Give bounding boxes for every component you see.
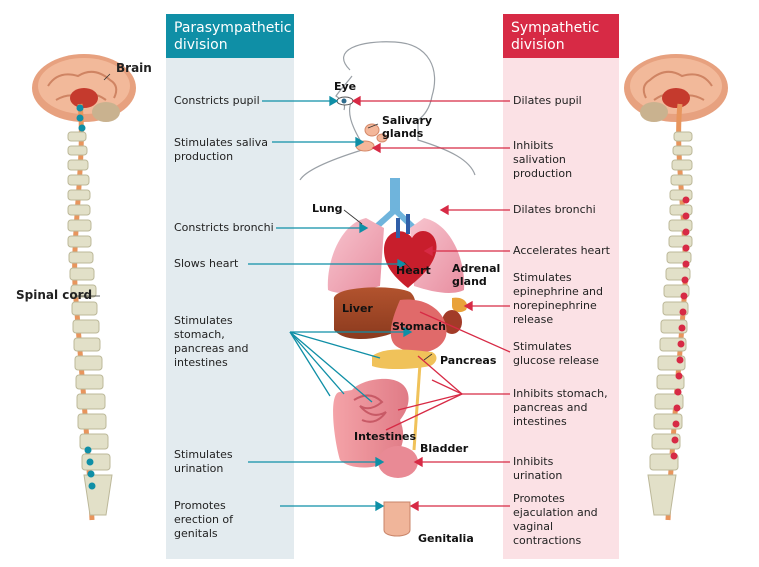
pancreas-label: Pancreas <box>440 354 497 367</box>
sym-effect-heart: Accelerates heart <box>513 244 610 257</box>
para-effect-digestion: Stimulates stomach, pancreas and intesti… <box>174 314 249 369</box>
bladder-illustration <box>378 446 418 478</box>
lung-label: Lung <box>312 202 343 215</box>
adrenal-gland-label: Adrenal gland <box>452 262 501 288</box>
sym-effect-urination: Inhibits urination <box>513 455 563 482</box>
left-spine-illustration <box>32 54 136 521</box>
genitalia-illustration <box>383 501 411 537</box>
genitalia-label: Genitalia <box>418 532 474 545</box>
stomach-label: Stomach <box>392 320 446 333</box>
stomach-illustration <box>390 299 447 353</box>
liver-label: Liver <box>342 302 373 315</box>
sym-effect-reproduction: Promotes ejaculation and vaginal contrac… <box>513 492 598 547</box>
eye-label: Eye <box>334 80 357 93</box>
brain-label: Brain <box>116 61 152 75</box>
right-spine-illustration <box>624 54 728 521</box>
heart-illustration <box>384 230 437 288</box>
sym-effect-pupil: Dilates pupil <box>513 94 582 107</box>
sym-effect-bronchi: Dilates bronchi <box>513 203 596 216</box>
spinal-cord-label: Spinal cord <box>16 288 93 302</box>
sym-effect-glucose: Stimulates glucose release <box>513 340 599 367</box>
sympathetic-column <box>503 58 619 559</box>
sympathetic-header: Sympathetic division <box>503 14 619 58</box>
salivary-glands-label: Salivary glands <box>382 114 433 140</box>
bladder-label: Bladder <box>420 442 469 455</box>
para-effect-genitals: Promotes erection of genitals <box>174 499 234 540</box>
parasympathetic-header: Parasympathetic division <box>166 14 294 58</box>
intestines-illustration <box>333 378 409 468</box>
heart-label: Heart <box>396 264 431 277</box>
sym-effect-epinephrine: Stimulates epinephrine and norepinephrin… <box>513 271 604 326</box>
para-effect-urination: Stimulates urination <box>174 448 233 475</box>
para-effect-bronchi: Constricts bronchi <box>174 221 274 234</box>
intestines-label: Intestines <box>354 430 417 443</box>
para-effect-pupil: Constricts pupil <box>174 94 260 107</box>
pancreas-illustration <box>372 349 437 369</box>
lungs-illustration <box>327 218 384 293</box>
para-effect-saliva: Stimulates saliva production <box>174 136 268 163</box>
sym-effect-digestion: Inhibits stomach, pancreas and intestine… <box>513 387 608 428</box>
sym-effect-saliva: Inhibits salivation production <box>513 139 573 180</box>
para-effect-heart: Slows heart <box>174 257 239 270</box>
body-outline <box>299 41 476 181</box>
